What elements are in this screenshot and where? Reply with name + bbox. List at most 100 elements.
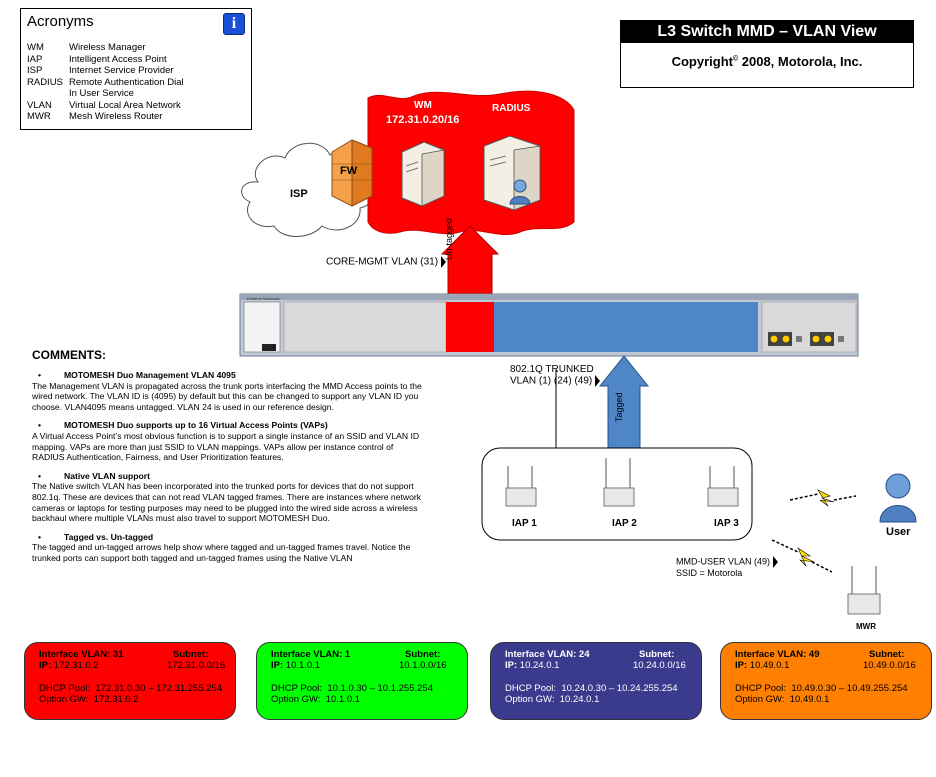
acronym-abbr: MWR [27, 111, 51, 122]
vlan-ip-row: IP: 10.1.0.1 [271, 660, 321, 671]
comment-title: •MOTOMESH Duo supports up to 16 Virtual … [38, 420, 328, 431]
acronym-text: Wireless Manager [69, 42, 146, 53]
mmd-user-vlan-label: MMD-USER VLAN (49)SSID = Motorola [676, 556, 779, 578]
vlan-gw: 10.24.0.1 [559, 694, 600, 705]
copyright-year: 2008, Motorola, Inc. [738, 54, 863, 69]
iap1-label: IAP 1 [512, 518, 537, 529]
vlan-dhcp-row: DHCP Pool: 172.31.0.30 – 172.31.255.254 [39, 683, 223, 694]
comment-title-text: MOTOMESH Duo Management VLAN 4095 [64, 370, 236, 380]
mwr-icon [847, 566, 881, 615]
acronyms-title: Acronyms [27, 13, 94, 30]
info-icon[interactable]: i [223, 13, 245, 35]
vlan-dhcp-row: DHCP Pool: 10.24.0.30 – 10.24.255.254 [505, 683, 678, 694]
iap-icon [707, 466, 739, 507]
untagged-label: Un-tagged [444, 217, 454, 260]
iap-icon [603, 458, 635, 507]
iap3-label: IAP 3 [714, 518, 739, 529]
comments-section: COMMENTS: •MOTOMESH Duo Management VLAN … [32, 348, 424, 564]
trunk-label-line1: 802.1Q TRUNKED [510, 364, 594, 375]
comment-title: •MOTOMESH Duo Management VLAN 4095 [38, 370, 236, 380]
wm-radius-area [367, 90, 575, 236]
comment-title: •Native VLAN support [38, 470, 150, 481]
vlan-gw: 172.31.0.2 [93, 694, 139, 705]
vlan-subnet: 10.24.0.0/16 [633, 660, 686, 671]
comment-title-text: MOTOMESH Duo supports up to 16 Virtual A… [64, 420, 328, 431]
acronym-abbr: ISP [27, 65, 43, 76]
comments-heading: COMMENTS: [32, 348, 106, 362]
comment-body: A Virtual Access Point’s most obvious fu… [32, 430, 420, 463]
vlan-dhcp-row: DHCP Pool: 10.49.0.30 – 10.49.255.254 [735, 683, 908, 694]
acronym-text: Remote Authentication Dial [69, 76, 184, 88]
vlan-subnet-label: Subnet: [173, 649, 209, 660]
copyright-mark: © [732, 55, 739, 63]
acronym-text: Mesh Wireless Router [69, 111, 163, 122]
radius-server-icon [483, 135, 541, 211]
switch-port-icon [810, 332, 844, 346]
vlan-iface-row: Interface VLAN: 1 [271, 649, 351, 660]
vlan-box-49: Interface VLAN: 49 Subnet: IP: 10.49.0.1… [720, 642, 932, 720]
wm-label: WM [414, 100, 432, 111]
user-icon [879, 473, 917, 523]
vlan-gw-row: Option GW: 10.24.0.1 [505, 694, 600, 705]
acronym-abbr: IAP [27, 53, 43, 65]
acronym-row: In User Service [27, 88, 184, 100]
vlan-subnet-label: Subnet: [639, 649, 675, 660]
vlan-subnet: 10.49.0.0/16 [863, 660, 916, 671]
l3-switch [239, 293, 859, 357]
vlan-gw: 10.1.0.1 [325, 694, 361, 705]
vlan-ip: 10.49.0.1 [749, 660, 790, 671]
acronym-row: RADIUS Remote Authentication Dial [27, 77, 184, 89]
arrow-right-icon [441, 256, 447, 268]
vlan-gw-row: Option GW: 172.31.0.2 [39, 694, 139, 705]
trunk-label-line2-row: VLAN (1) (24) (49) [510, 375, 601, 387]
vlan-subnet: 172.31.0.0/16 [167, 660, 226, 671]
fw-label: FW [340, 165, 358, 177]
iap2-label: IAP 2 [612, 518, 637, 529]
acronym-abbr: RADIUS [27, 76, 63, 88]
vlan-iface-row: Interface VLAN: 49 [735, 649, 820, 660]
vlan-box-24: Interface VLAN: 24 Subnet: IP: 10.24.0.1… [490, 642, 702, 720]
vlan-dhcp: 10.24.0.30 – 10.24.255.254 [561, 683, 678, 694]
comment-title-text: Tagged vs. Un-tagged [64, 531, 154, 542]
comment-title: •Tagged vs. Un-tagged [38, 531, 154, 542]
copyright-word: Copyright [671, 54, 733, 69]
wm-server-icon [401, 141, 445, 207]
firewall-icon [331, 139, 373, 207]
vlan-ip: 10.1.0.1 [285, 660, 321, 671]
vlan-gw: 10.49.0.1 [789, 694, 830, 705]
vlan-ip-row: IP: 172.31.0.2 [39, 660, 99, 671]
comment-body: The Management VLAN is propagated across… [32, 380, 422, 412]
comment-body: The Native switch VLAN has been incorpor… [32, 481, 422, 524]
page-title: L3 Switch MMD – VLAN View [621, 21, 913, 43]
acronym-row: MWR Mesh Wireless Router [27, 111, 184, 123]
vlan-ip: 10.24.0.1 [519, 660, 560, 671]
tagged-arrow [598, 355, 650, 449]
vlan-gw-row: Option GW: 10.1.0.1 [271, 694, 361, 705]
vlan-subnet-label: Subnet: [405, 649, 441, 660]
vlan-ip-row: IP: 10.49.0.1 [735, 660, 790, 671]
vlan-id: 1 [344, 649, 351, 660]
vlan-dhcp: 172.31.0.30 – 172.31.255.254 [95, 683, 223, 694]
vlan-subnet-label: Subnet: [869, 649, 905, 660]
vlan-subnet: 10.1.0.0/16 [399, 660, 447, 671]
vlan-dhcp: 10.1.0.30 – 10.1.255.254 [327, 683, 433, 694]
acronym-row: IAP Intelligent Access Point [27, 54, 184, 66]
core-mgmt-vlan-text: CORE-MGMT VLAN (31) [326, 256, 439, 268]
arrow-right-icon [773, 556, 779, 568]
vlan-id: 31 [112, 649, 124, 660]
copyright-text: Copyright© 2008, Motorola, Inc. [621, 54, 913, 69]
acronym-text: In User Service [69, 88, 134, 99]
acronym-text: Intelligent Access Point [69, 53, 167, 65]
title-box: L3 Switch MMD – VLAN View Copyright© 200… [620, 20, 914, 88]
vlan-iface-row: Interface VLAN: 31 [39, 649, 124, 660]
isp-label: ISP [290, 188, 308, 200]
vlan-dhcp: 10.49.0.30 – 10.49.255.254 [791, 683, 908, 694]
acronym-text: Internet Service Provider [69, 65, 174, 76]
mwr-label: MWR [856, 622, 876, 631]
user-label: User [886, 526, 911, 538]
